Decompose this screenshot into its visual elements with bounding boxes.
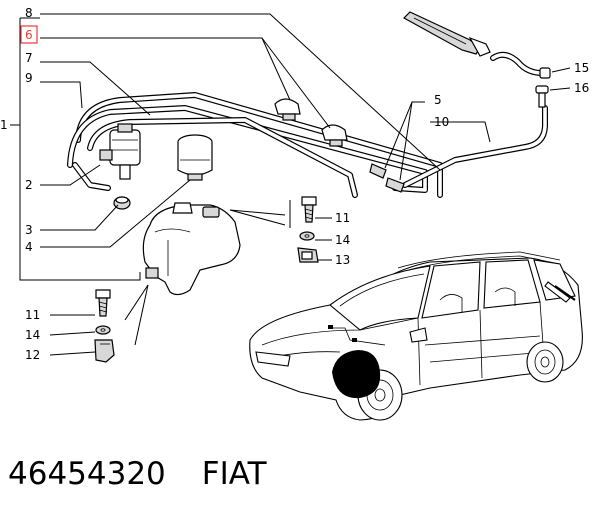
callout-10: 10 (434, 115, 449, 129)
parts-diagram: 6 8 7 9 1 2 3 4 5 10 15 16 11 14 13 11 1… (0, 6, 589, 421)
callout-9: 9 (25, 71, 33, 85)
callout-14-upper: 14 (335, 233, 350, 247)
y-connectors-5 (369, 163, 405, 193)
clip-13 (297, 247, 319, 263)
washer-14-upper (299, 231, 315, 241)
callout-1: 1 (0, 118, 8, 132)
callout-14-lower: 14 (25, 328, 40, 342)
t-connector-15 (539, 67, 551, 79)
callout-3: 3 (25, 223, 33, 237)
sprayer-nozzle-7 (321, 124, 348, 147)
screw-11-lower (95, 289, 111, 317)
pump-seal (113, 196, 131, 210)
leader-lines (10, 13, 571, 356)
callout-12: 12 (25, 348, 40, 362)
car-illustration (249, 251, 583, 421)
callout-15: 15 (574, 61, 589, 75)
washer-filter (177, 134, 213, 181)
callout-13: 13 (335, 253, 350, 267)
callout-labels: 6 8 7 9 1 2 3 4 5 10 15 16 11 14 13 11 1… (0, 6, 589, 362)
rear-wiper-arm (403, 11, 491, 57)
callout-5: 5 (434, 93, 442, 107)
callout-6: 6 (25, 28, 33, 42)
nozzle-16 (535, 85, 549, 108)
callout-16: 16 (574, 81, 589, 95)
highlight-box (20, 25, 38, 44)
brand-name: FIAT (201, 456, 267, 492)
callout-11-upper: 11 (335, 211, 350, 225)
callout-4: 4 (25, 240, 33, 254)
callout-8: 8 (25, 6, 33, 20)
part-footer: 46454320 FIAT (8, 452, 267, 496)
screw-11-upper (301, 196, 317, 223)
washer-hoses (67, 51, 548, 198)
washer-pump (99, 123, 141, 180)
washer-reservoir (142, 202, 241, 296)
washer-14-lower (95, 325, 111, 335)
callout-7: 7 (25, 51, 33, 65)
callout-2: 2 (25, 178, 33, 192)
callout-11-lower: 11 (25, 308, 40, 322)
part-number: 46454320 (8, 456, 166, 492)
bracket-12 (94, 339, 115, 363)
